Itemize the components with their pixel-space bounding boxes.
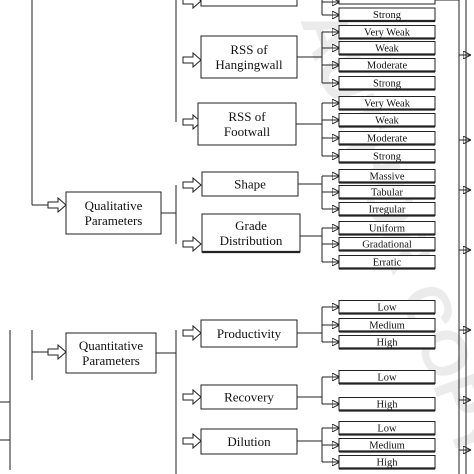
grade-option-uniform-label: Uniform — [369, 224, 405, 235]
dilution-option-high-label: High — [377, 458, 399, 469]
dilution-option-low: Low — [338, 421, 436, 436]
rss-hangingwall-box-label: Hangingwall — [215, 57, 283, 72]
grade-option-erratic: Erratic — [338, 255, 436, 270]
recovery-option-low: Low — [338, 370, 436, 385]
grade-option-gradational-label: Gradational — [362, 240, 412, 251]
rss-footwall-box-label: Footwall — [224, 124, 271, 139]
rss-footwall-box-label: RSS of — [228, 109, 266, 124]
footwall-arrow — [182, 113, 202, 131]
shape-option-massive-label: Massive — [370, 172, 405, 183]
nodes: QualitativeParametersQuantitativeParamet… — [65, 0, 436, 470]
hangingwall-option-very-weak: Very Weak — [338, 25, 436, 40]
productivity-box: Productivity — [200, 319, 298, 348]
hangingwall-option-weak: Weak — [338, 41, 436, 56]
recovery-option-low-label: Low — [377, 373, 397, 384]
productivity-option-medium: Medium — [338, 318, 436, 333]
grade-option-erratic-label: Erratic — [373, 258, 402, 269]
productivity-option-high: High — [338, 335, 436, 350]
productivity-box-label: Productivity — [217, 326, 282, 341]
grade-option-uniform: Uniform — [338, 221, 436, 236]
quantitative-parameters-box-label: Parameters — [82, 353, 140, 368]
hangingwall-option-weak-label: Weak — [375, 44, 399, 55]
hangingwall-option-moderate-label: Moderate — [367, 61, 408, 72]
qualitative-arrow — [47, 196, 67, 214]
hangingwall-option-strong: Strong — [338, 76, 436, 91]
recovery-box-label: Recovery — [224, 390, 274, 405]
qualitative-parameters-box-label: Parameters — [85, 213, 143, 228]
top-option-strong-label: Strong — [373, 10, 402, 21]
productivity-option-high-label: High — [377, 338, 399, 349]
productivity-option-medium-label: Medium — [369, 321, 405, 332]
footwall-option-strong-label: Strong — [373, 152, 402, 163]
hangingwall-option-very-weak-label: Very Weak — [364, 28, 411, 39]
recovery-option-high-label: High — [377, 400, 399, 411]
footwall-option-very-weak: Very Weak — [338, 96, 436, 111]
footwall-option-weak-label: Weak — [375, 116, 399, 127]
footwall-option-moderate: Moderate — [338, 131, 436, 146]
shape-arrow — [182, 176, 202, 194]
dilution-option-medium-label: Medium — [369, 441, 405, 452]
productivity-arrow — [182, 324, 202, 342]
grade-arrow — [182, 235, 202, 253]
recovery-option-high: High — [338, 397, 436, 412]
hollow-arrows — [47, 0, 202, 450]
dilution-box: Dilution — [200, 428, 298, 455]
footwall-option-very-weak-label: Very Weak — [364, 99, 411, 110]
shape-option-irregular: Irregular — [338, 202, 436, 217]
quantitative-arrow — [47, 343, 67, 361]
grade-distribution-box-label: Grade — [235, 218, 267, 233]
productivity-option-low-label: Low — [377, 303, 397, 314]
shape-box: Shape — [201, 171, 299, 197]
dilution-arrow — [182, 432, 202, 450]
quantitative-parameters-box-label: Quantitative — [79, 338, 143, 353]
hangingwall-option-strong-label: Strong — [373, 79, 402, 90]
top-partial-box — [200, 0, 298, 7]
shape-option-irregular-label: Irregular — [369, 205, 406, 216]
hangingwall-arrow — [182, 51, 202, 69]
dilution-option-low-label: Low — [377, 424, 397, 435]
recovery-arrow — [182, 388, 202, 406]
shape-box-label: Shape — [234, 177, 266, 192]
grade-option-gradational: Gradational — [338, 237, 436, 252]
shape-option-tabular: Tabular — [338, 185, 436, 200]
footwall-option-moderate-label: Moderate — [367, 134, 408, 145]
dilution-box-label: Dilution — [227, 434, 271, 449]
dilution-option-high: High — [338, 455, 436, 470]
shape-option-massive: Massive — [338, 169, 436, 184]
recovery-box: Recovery — [200, 384, 298, 410]
top-option-strong: Strong — [338, 7, 436, 23]
top-arrow — [182, 0, 202, 10]
productivity-option-low: Low — [338, 300, 436, 315]
hangingwall-option-moderate: Moderate — [338, 58, 436, 73]
rss-hangingwall-box-label: RSS of — [230, 42, 268, 57]
footwall-option-strong: Strong — [338, 149, 436, 164]
shape-option-tabular-label: Tabular — [371, 188, 403, 199]
footwall-option-weak: Weak — [338, 113, 436, 128]
qualitative-parameters-box-label: Qualitative — [85, 198, 143, 213]
grade-distribution-box-label: Distribution — [220, 233, 283, 248]
dilution-option-medium: Medium — [338, 438, 436, 453]
